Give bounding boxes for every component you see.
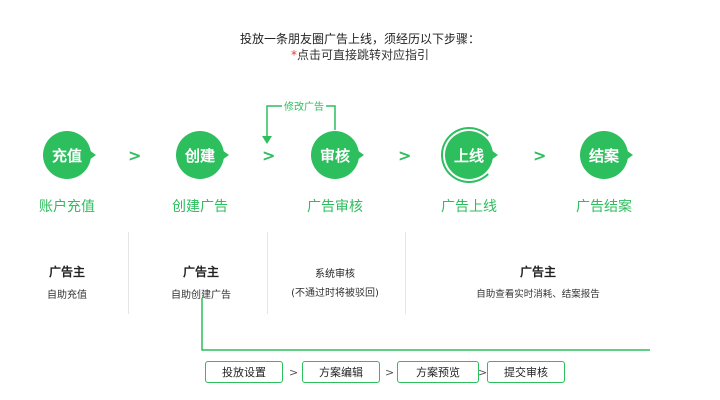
column-desc: (不通过时将被驳回) — [291, 288, 379, 299]
chevron-right-icon: > — [478, 366, 488, 379]
step-review-label[interactable]: 广告审核 — [307, 199, 363, 215]
step-review-circle[interactable]: 审核 — [311, 131, 364, 179]
chevron-right-icon: > — [385, 366, 395, 379]
step-create-circle[interactable]: 创建 — [176, 131, 229, 179]
online-progress-ring-icon — [441, 127, 497, 183]
column-actor: 广告主 — [182, 265, 219, 279]
column-divider — [128, 232, 129, 314]
header-title: 投放一条朋友圈广告上线，须经历以下步骤： — [239, 32, 480, 46]
column-desc: 自助充值 — [47, 290, 87, 301]
column-desc: 自助创建广告 — [171, 290, 231, 301]
column-actor: 广告主 — [48, 265, 85, 279]
header-hint: *点击可直接跳转对应指引 — [0, 46, 720, 63]
column-actor: 系统审核 — [315, 269, 355, 280]
column-divider — [405, 232, 406, 314]
step-recharge-circle[interactable]: 充值 — [43, 131, 96, 179]
substep-plan-edit-button[interactable]: 方案编辑 — [302, 361, 380, 383]
chevron-right-icon: > — [398, 146, 412, 165]
step-create-label[interactable]: 创建广告 — [172, 199, 228, 215]
step-online-label[interactable]: 广告上线 — [441, 199, 497, 215]
edit-ad-label[interactable]: 修改广告 — [282, 98, 326, 113]
chevron-right-icon: > — [533, 146, 547, 165]
step-recharge-label[interactable]: 账户充值 — [39, 199, 95, 215]
chevron-right-icon: > — [262, 146, 276, 165]
column-divider — [267, 232, 268, 314]
chevron-right-icon: > — [128, 146, 142, 165]
step-online-circle[interactable]: 上线 — [445, 131, 498, 179]
column-desc: 自助查看实时消耗、结案报告 — [476, 289, 600, 300]
substep-launch-settings-button[interactable]: 投放设置 — [205, 361, 283, 383]
step-close-circle[interactable]: 结案 — [580, 131, 633, 179]
column-actor: 广告主 — [519, 265, 556, 279]
substep-plan-preview-button[interactable]: 方案预览 — [397, 361, 479, 383]
substep-submit-review-button[interactable]: 提交审核 — [487, 361, 565, 383]
step-close-label[interactable]: 广告结案 — [576, 199, 632, 215]
asterisk-mark: * — [290, 48, 297, 62]
header-hint-text: 点击可直接跳转对应指引 — [296, 48, 429, 62]
chevron-right-icon: > — [289, 366, 299, 379]
